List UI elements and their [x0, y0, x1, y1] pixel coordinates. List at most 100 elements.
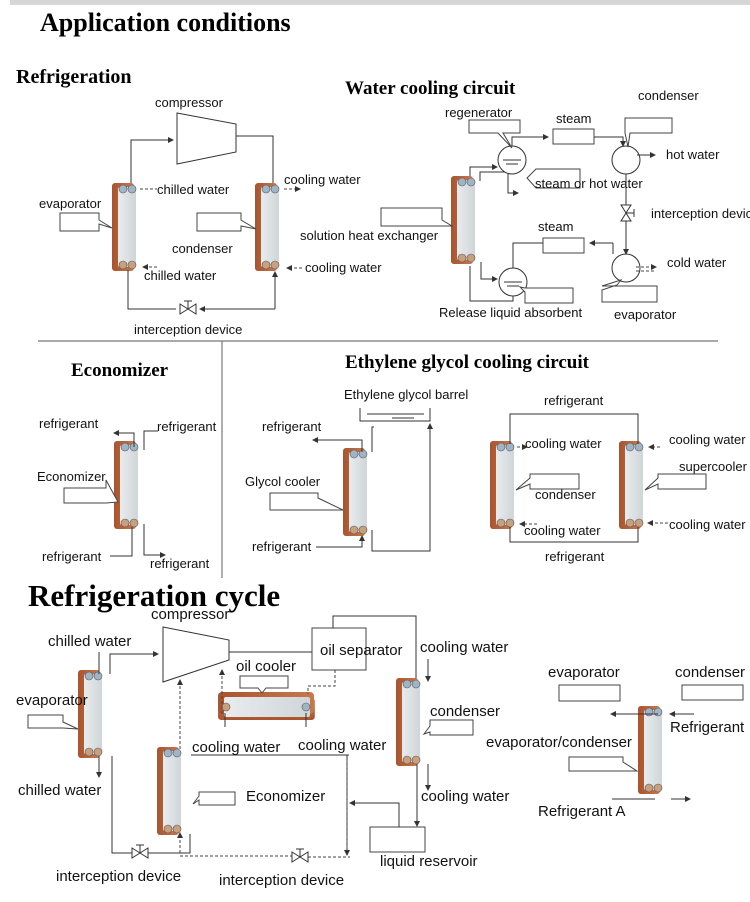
condenser-callout-3 — [515, 473, 580, 491]
label-condenser: condenser — [172, 241, 233, 256]
label-economizer: Economizer — [37, 469, 106, 484]
label-cooling-water-4: cooling water — [669, 517, 746, 532]
glycol-diagram — [269, 408, 707, 552]
label-condenser-cycle: condenser — [430, 703, 501, 720]
compressor-icon — [176, 112, 237, 165]
compressor-icon-2 — [162, 626, 230, 683]
condenser-callout-2 — [624, 117, 673, 148]
label-condenser-right: condenser — [675, 664, 746, 681]
regenerator-callout — [468, 119, 521, 149]
label-evaporator: evaporator — [39, 196, 102, 211]
label-glycol-barrel: Ethylene glycol barrel — [344, 387, 469, 402]
label-cooling-water-1: cooling water — [525, 436, 602, 451]
cycle-diagram — [27, 615, 744, 863]
economizer-exchanger-icon — [113, 440, 139, 530]
condenser-box — [681, 684, 744, 701]
glycol-condenser-exchanger-icon — [489, 440, 515, 530]
refrigeration-diagram — [59, 112, 302, 315]
label-cooling-water-3: cooling water — [669, 432, 746, 447]
economizer-callout — [63, 479, 119, 504]
supercooler-exchanger-icon — [618, 440, 644, 530]
heat-exchanger-callout — [380, 207, 454, 227]
label-liquid-reservoir: liquid reservoir — [380, 853, 478, 870]
label-refrigerant: Refrigerant — [670, 719, 745, 736]
label-solution-heat-exchanger: solution heat exchanger — [300, 228, 439, 243]
label-steam-top: steam — [556, 111, 592, 126]
evaporator-box — [558, 684, 621, 702]
interception-valve-icon-3 — [131, 844, 149, 859]
page-title: Application conditions — [40, 8, 291, 37]
condenser-callout-4 — [422, 719, 474, 736]
label-evaporator-condenser: evaporator/condenser — [486, 734, 632, 751]
label-compressor-cycle: compressor — [151, 606, 230, 623]
label-evaporator-cycle: evaporator — [16, 692, 88, 709]
label-chilled-water-bottom-cycle: chilled water — [18, 782, 102, 799]
label-cooling-water-2-cycle: cooling water — [298, 737, 387, 754]
label-cooling-water-2: cooling water — [524, 523, 601, 538]
label-refrigerant-tl: refrigerant — [39, 416, 99, 431]
label-chilled-water-top: chilled water — [157, 182, 230, 197]
label-glycol-cooler: Glycol cooler — [245, 474, 321, 489]
interception-valve-icon-4 — [291, 848, 309, 863]
evap-cond-callout — [568, 756, 639, 772]
label-refrigerant-out: refrigerant — [262, 419, 322, 434]
label-cooling-water-bottom: cooling water — [305, 260, 382, 275]
evaporator-callout-2 — [601, 279, 658, 303]
economizer-exchanger-icon-2 — [156, 746, 182, 836]
label-regenerator: regenerator — [445, 105, 513, 120]
water-cooling-title: Water cooling circuit — [345, 78, 516, 99]
steam-callout — [526, 168, 581, 189]
glycol-cooler-callout — [269, 492, 344, 511]
interception-valve-icon-2 — [620, 204, 635, 222]
evaporator-condenser-exchanger-icon — [637, 705, 663, 795]
evaporator-exchanger-icon — [111, 182, 137, 272]
evaporator-callout — [59, 212, 113, 232]
refrigeration-title: Refrigeration — [16, 66, 132, 88]
label-interception-device-2: interception device — [219, 872, 345, 889]
interception-valve-icon — [179, 300, 197, 315]
evaporator-callout-3 — [27, 714, 79, 730]
label-evaporator-right: evaporator — [548, 664, 620, 681]
label-steam-or-hot-water: steam or hot water — [535, 176, 643, 191]
label-economizer-cycle: Economizer — [246, 788, 326, 805]
label-chilled-water-top-cycle: chilled water — [48, 633, 132, 650]
economizer-callout-2 — [192, 791, 236, 806]
evaporator-vessel-icon — [611, 253, 641, 283]
supercooler-callout — [644, 473, 707, 491]
label-cooling-water-1-cycle: cooling water — [192, 739, 281, 756]
glycol-title: Ethylene glycol cooling circuit — [345, 352, 589, 373]
glycol-barrel-icon — [359, 408, 431, 422]
label-interception-device-1: interception device — [56, 868, 182, 885]
top-border — [10, 0, 750, 5]
label-oil-cooler: oil cooler — [236, 658, 297, 675]
liquid-reservoir-box — [369, 826, 426, 853]
label-cooling-water-top: cooling water — [284, 172, 361, 187]
label-release-liquid-absorbent: Release liquid absorbent — [439, 305, 583, 320]
label-refrigerant-in: refrigerant — [252, 539, 312, 554]
label-condenser-wc: condenser — [638, 88, 699, 103]
glycol-cooler-exchanger-icon — [342, 447, 368, 537]
label-refrigerant-a: Refrigerant A — [538, 803, 626, 820]
evaporator-exchanger-icon-2 — [77, 669, 103, 759]
label-chilled-water-bottom: chilled water — [144, 268, 217, 283]
condenser-vessel-icon — [611, 145, 641, 175]
label-refrigerant-bottom: refrigerant — [545, 549, 605, 564]
oil-cooler-callout — [239, 675, 289, 694]
economizer-diagram — [63, 430, 166, 558]
label-refrigerant-tr: refrigerant — [157, 419, 217, 434]
label-compressor: compressor — [155, 95, 223, 110]
label-cooling-water-bottom-cycle: cooling water — [421, 788, 510, 805]
label-evaporator-wc: evaporator — [614, 307, 677, 322]
condenser-exchanger-icon-2 — [395, 677, 421, 767]
water-cooling-diagram — [380, 117, 673, 304]
oil-separator-box — [311, 627, 367, 671]
label-cold-water: cold water — [667, 255, 727, 270]
label-condenser-glycol: condenser — [535, 487, 596, 502]
solution-heat-exchanger-icon — [450, 175, 476, 265]
label-oil-separator: oil separator — [320, 642, 403, 659]
economizer-title: Economizer — [71, 360, 169, 381]
cycle-title: Refrigeration cycle — [28, 578, 281, 613]
label-refrigerant-bl: refrigerant — [42, 549, 102, 564]
condenser-callout — [196, 212, 257, 232]
